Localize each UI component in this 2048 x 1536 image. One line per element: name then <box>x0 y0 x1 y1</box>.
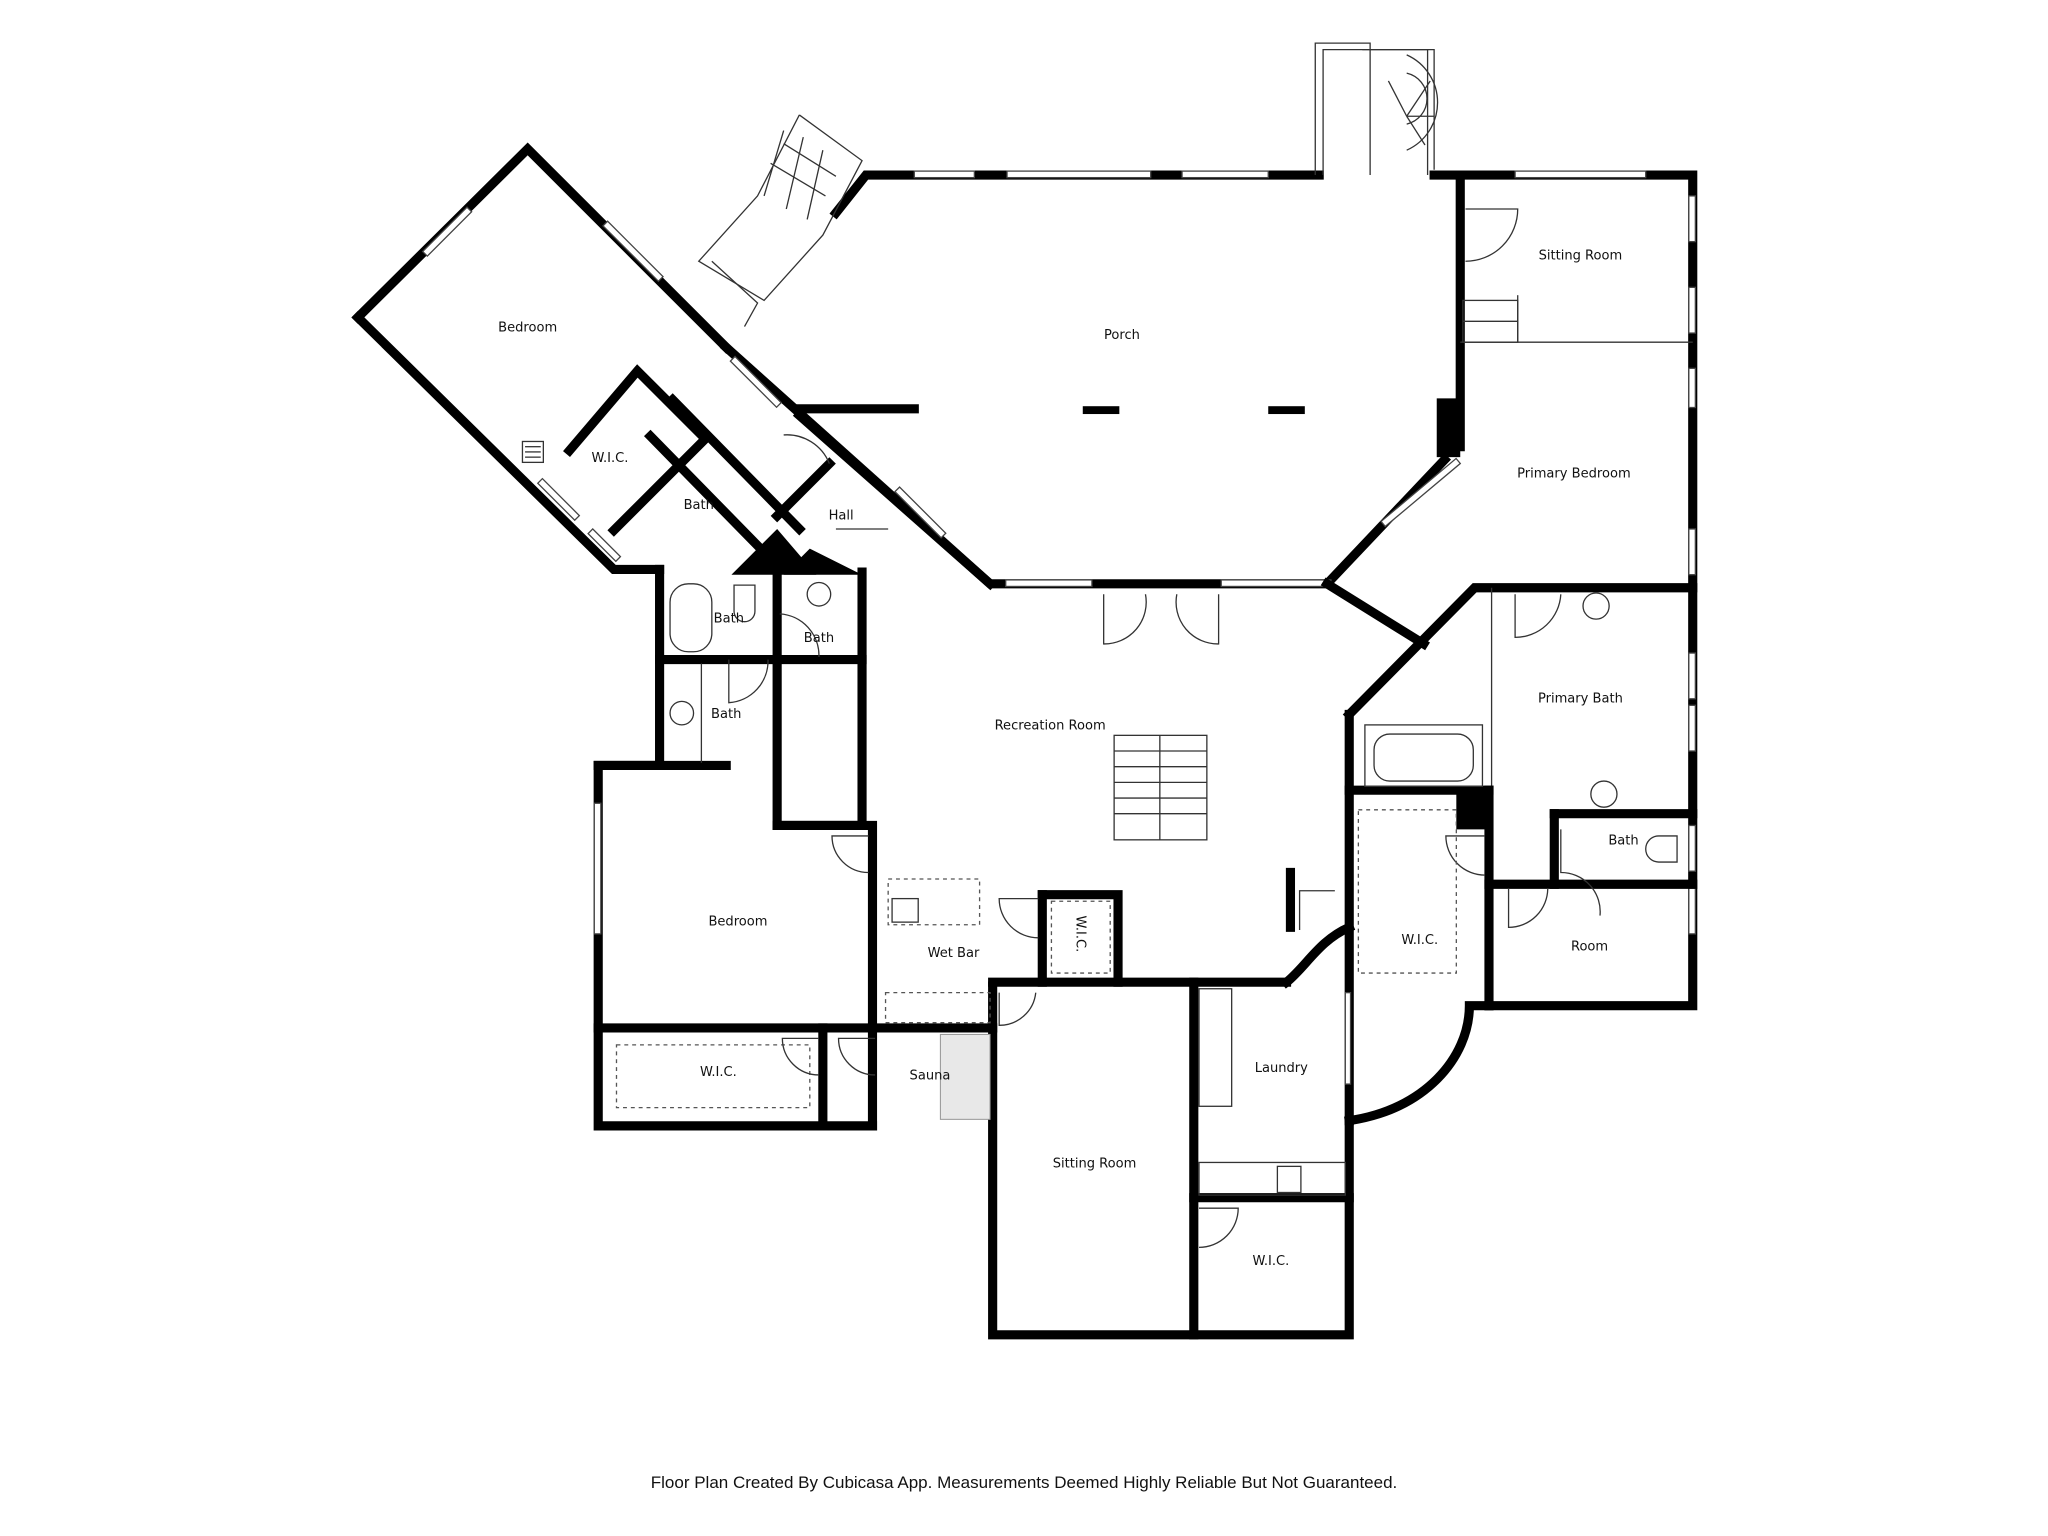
hall-walls <box>770 434 889 530</box>
label-wic-nw: W.I.C. <box>592 451 629 466</box>
footer-disclaimer: Floor Plan Created By Cubicasa App. Meas… <box>650 1473 1398 1492</box>
laundry-walls <box>1189 977 1354 1340</box>
label-bedroom-sw: Bedroom <box>708 915 767 930</box>
label-room: Room <box>1571 939 1608 954</box>
label-primary-bedroom: Primary Bedroom <box>1517 467 1631 482</box>
primary-suite-walls <box>1380 170 1698 1011</box>
bedroom-nw-walls <box>351 142 997 591</box>
label-laundry: Laundry <box>1255 1061 1308 1076</box>
label-bath-primary-wc: Bath <box>1608 834 1638 849</box>
wet-bar-walls <box>867 867 1356 1340</box>
label-wic-s: W.I.C. <box>1252 1254 1289 1269</box>
label-primary-bath: Primary Bath <box>1538 691 1623 706</box>
label-wic-sw: W.I.C. <box>700 1065 737 1080</box>
exterior-stair <box>697 114 863 327</box>
label-wic-small: W.I.C. <box>1073 915 1088 952</box>
spiral-staircase <box>1314 42 1439 176</box>
room-labels: Bedroom W.I.C. Bath Hall Porch Sitting R… <box>498 249 1639 1270</box>
label-sitting-room-s: Sitting Room <box>1053 1156 1137 1171</box>
label-recreation-room: Recreation Room <box>995 719 1106 734</box>
bath-cluster-walls <box>593 564 878 1131</box>
label-bedroom-nw: Bedroom <box>498 320 557 335</box>
porch-walls <box>792 170 1465 589</box>
label-bath-a: Bath <box>714 612 744 627</box>
label-sauna: Sauna <box>910 1069 951 1084</box>
label-bath-b: Bath <box>804 631 834 646</box>
bedroom-sw-walls <box>593 802 878 1131</box>
label-bath-nw: Bath <box>684 498 714 513</box>
label-wic-primary: W.I.C. <box>1401 933 1438 948</box>
label-sitting-room-ne: Sitting Room <box>1539 249 1623 264</box>
label-hall: Hall <box>829 508 854 523</box>
primary-bath-walls <box>1344 587 1698 1126</box>
label-bath-c: Bath <box>711 707 741 722</box>
label-porch: Porch <box>1104 328 1140 343</box>
label-wet-bar: Wet Bar <box>928 946 980 961</box>
